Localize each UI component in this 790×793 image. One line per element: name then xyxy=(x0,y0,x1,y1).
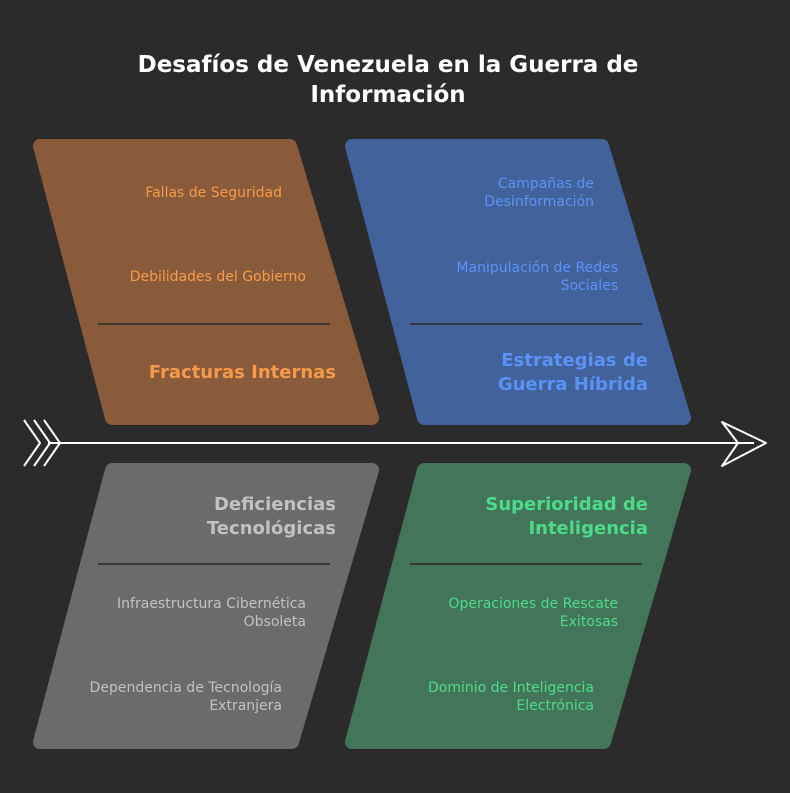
category-heading-intel: Superioridad de Inteligencia xyxy=(485,494,648,539)
category-box-hybrid xyxy=(345,139,691,425)
cause-disinformation: Campañas de Desinformación xyxy=(484,176,594,210)
cause-electronic-intelligence: Dominio de Inteligencia Electrónica xyxy=(427,680,594,714)
category-box-intel xyxy=(345,463,691,749)
category-box-internal xyxy=(33,139,379,425)
category-heading-hybrid: Estrategias de Guerra Híbrida xyxy=(497,350,648,395)
cause-rescue-operations: Operaciones de Rescate Exitosas xyxy=(448,596,618,630)
category-heading-internal: Fracturas Internas xyxy=(148,362,336,383)
category-box-tech xyxy=(33,463,379,749)
cause-government-weaknesses: Debilidades del Gobierno xyxy=(129,269,306,285)
cause-social-manipulation: Manipulación de Redes Sociales xyxy=(456,260,618,294)
cause-obsolete-infrastructure: Infraestructura Cibernética Obsoleta xyxy=(117,596,306,630)
cause-foreign-dependency: Dependencia de Tecnología Extranjera xyxy=(89,680,282,714)
category-heading-tech: Deficiencias Tecnológicas xyxy=(206,494,336,539)
page-title: Desafíos de Venezuela en la Guerra de In… xyxy=(137,52,639,108)
spine-arrow xyxy=(23,419,767,467)
cause-security-failures: Fallas de Seguridad xyxy=(145,185,282,201)
